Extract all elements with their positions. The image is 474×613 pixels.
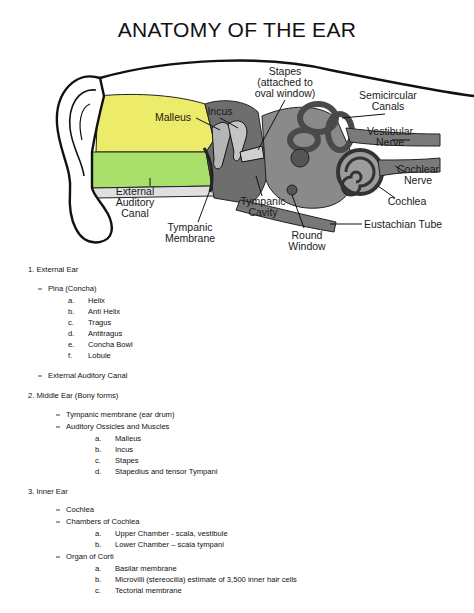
- list-item: Microvilli (stereocilia) estimate of 3,5…: [115, 576, 297, 584]
- part-label: Stapes (attached to oval window): [248, 66, 322, 99]
- list-item: 3. Inner Ear: [28, 488, 68, 496]
- list-item: Anti Helix: [88, 308, 120, 316]
- part-label: Semicircular Canals: [352, 90, 424, 112]
- part-label: Tympanic Cavity: [236, 196, 290, 218]
- cochlea-spiral: [342, 158, 374, 195]
- list-dash: [56, 510, 60, 511]
- leader-lines: [150, 100, 410, 228]
- list-item: Auditory Ossicles and Muscles: [66, 423, 169, 431]
- list-item: a.: [95, 565, 101, 573]
- leader-line: [198, 190, 210, 222]
- list-item: 2. Middle Ear (Bony forms): [28, 392, 118, 400]
- temporal-bone: [96, 94, 214, 152]
- list-item: Lower Chamber – scala tympani: [115, 541, 224, 549]
- list-item: 1. External Ear: [28, 266, 78, 274]
- list-item: Chambers of Cochlea: [66, 518, 139, 526]
- list-dash: [56, 427, 60, 428]
- list-item: b.: [95, 446, 101, 454]
- semicircular-canal: [290, 130, 318, 150]
- list-item: Pina (Concha): [48, 285, 97, 293]
- list-item: External Auditory Canal: [48, 372, 127, 380]
- inner-ear-bone: [262, 107, 354, 208]
- part-label: Vestibular Nerve: [362, 126, 418, 148]
- leader-line: [196, 118, 220, 130]
- list-item: Tympanic membrane (ear drum): [66, 411, 174, 419]
- list-item: c.: [95, 457, 101, 465]
- list-item: Tectorial membrane: [115, 587, 182, 595]
- list-item: Incus: [115, 446, 133, 454]
- list-item: d.: [95, 468, 101, 476]
- malleus: [212, 122, 230, 168]
- part-label: Tympanic Membrane: [158, 222, 222, 244]
- list-item: Basilar membrane: [115, 565, 177, 573]
- list-dash: [56, 557, 60, 558]
- list-item: Tragus: [88, 319, 111, 327]
- list-item: b.: [95, 541, 101, 549]
- leader-line: [342, 114, 385, 118]
- list-item: e.: [68, 341, 74, 349]
- part-label: Cochlear Nerve: [392, 164, 444, 186]
- list-dash: [56, 522, 60, 523]
- helix-fold: [70, 90, 96, 176]
- list-item: d.: [68, 330, 74, 338]
- leader-line: [150, 178, 151, 186]
- part-label: Round Window: [284, 230, 330, 252]
- leader-line: [292, 195, 304, 228]
- pinna: [57, 76, 112, 242]
- list-item: Stapedius and tensor Tympani: [115, 468, 217, 476]
- list-item: f.: [68, 352, 72, 360]
- leader-line: [330, 224, 362, 225]
- list-item: Helix: [88, 297, 105, 305]
- list-dash: [38, 289, 42, 290]
- list-item: b.: [95, 576, 101, 584]
- list-item: Upper Chamber - scala, vestibule: [115, 530, 228, 538]
- list-item: Organ of Corti: [66, 553, 114, 561]
- list-item: Concha Bowl: [88, 341, 133, 349]
- vestibule: [291, 149, 309, 167]
- list-item: Cochlea: [66, 506, 94, 514]
- antihelix-fold: [80, 104, 90, 140]
- list-dash: [56, 415, 60, 416]
- list-item: Antitragus: [88, 330, 122, 338]
- leader-line: [256, 176, 262, 196]
- list-item: a.: [95, 530, 101, 538]
- list-dashes: [38, 289, 60, 557]
- list-item: Lobule: [88, 352, 111, 360]
- round-window: [287, 185, 297, 195]
- list-item: Stapes: [115, 457, 139, 465]
- leader-line: [258, 100, 285, 150]
- part-label: Cochlea: [380, 196, 434, 207]
- cochlea: [338, 150, 382, 194]
- auditory-canal: [86, 152, 212, 188]
- list-item: c.: [68, 319, 74, 327]
- stapes: [240, 146, 264, 162]
- page-title: ANATOMY OF THE EAR: [0, 18, 474, 42]
- list-item: Malleus: [115, 435, 141, 443]
- list-item: a.: [68, 297, 74, 305]
- part-label: Malleus: [150, 112, 196, 123]
- tympanic-membrane: [204, 148, 212, 192]
- part-label: Eustachian Tube: [362, 219, 444, 230]
- part-label: Incus: [203, 106, 237, 117]
- part-label: External Auditory Canal: [103, 186, 167, 219]
- list-item: b.: [68, 308, 74, 316]
- leader-line: [220, 118, 238, 128]
- list-item: c.: [95, 587, 101, 595]
- list-item: a.: [95, 435, 101, 443]
- list-dash: [38, 376, 42, 377]
